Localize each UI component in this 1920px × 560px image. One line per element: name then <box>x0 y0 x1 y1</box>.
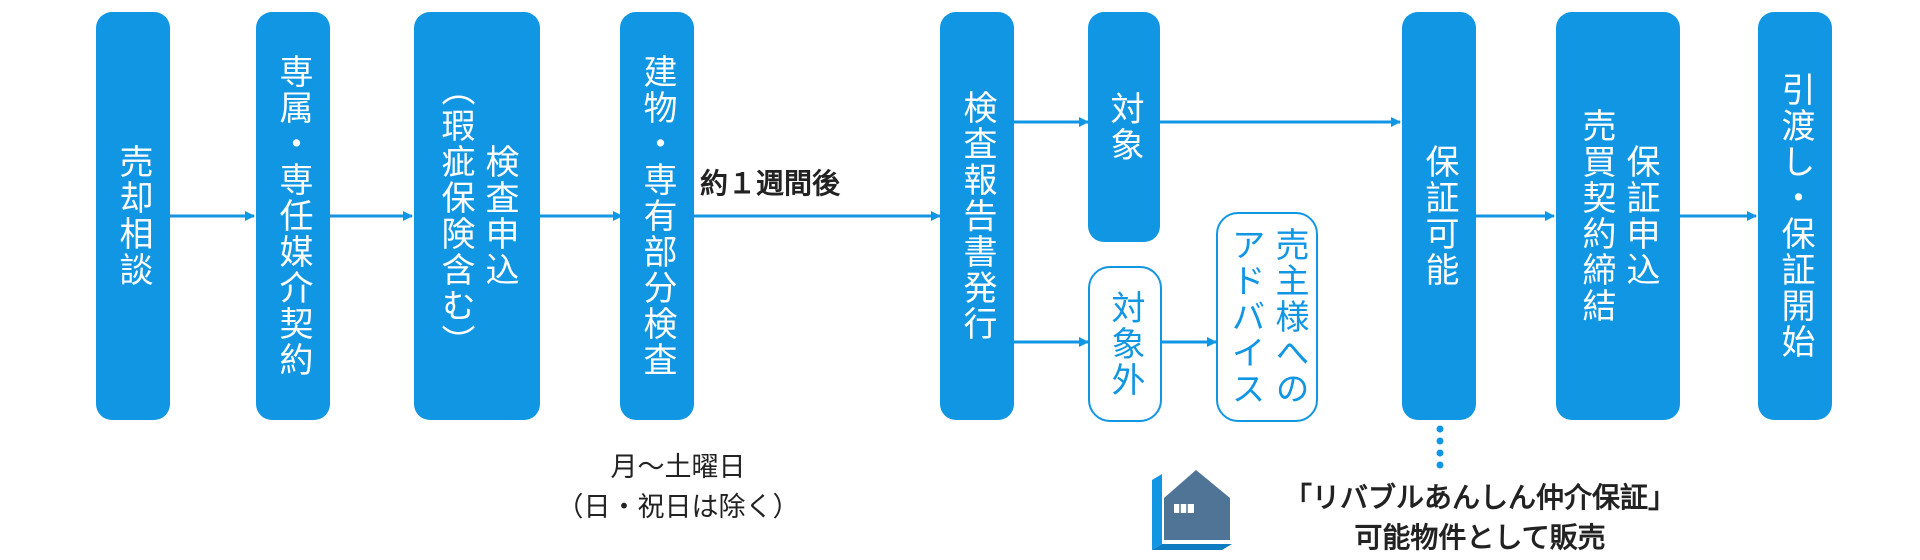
step-advice: 売主様への アドバイス <box>1216 212 1318 422</box>
step-handover-label: 引渡し・保証開始 <box>1775 72 1815 360</box>
step-building-inspection: 建物・専有部分検査 <box>620 12 694 420</box>
step-target: 対象 <box>1088 12 1160 242</box>
step-handover: 引渡し・保証開始 <box>1758 12 1832 420</box>
sale-note: 「リバブルあんしん仲介保証」 可能物件として販売 <box>1240 478 1720 558</box>
step-inspection-apply-label: 検査申込 （瑕疵保険含む） <box>435 72 519 360</box>
step-guarantee-ok: 保証可能 <box>1402 12 1476 420</box>
step-mediation-label: 専属・専任媒介契約 <box>273 54 313 378</box>
one-week-label: 約１週間後 <box>700 167 841 200</box>
house-icon <box>1152 470 1232 550</box>
step-consult-label: 売却相談 <box>113 144 153 288</box>
step-target-label: 対象 <box>1104 91 1144 163</box>
step-consult: 売却相談 <box>96 12 170 420</box>
step-guarantee-ok-label: 保証可能 <box>1419 144 1459 288</box>
step-report: 検査報告書発行 <box>940 12 1014 420</box>
sale-note-line2: 可能物件として販売 <box>1354 521 1606 554</box>
step-inspection-apply: 検査申込 （瑕疵保険含む） <box>414 12 540 420</box>
business-days-note: 月〜土曜日 （日・祝日は除く） <box>548 448 808 528</box>
step-advice-label: 売主様への アドバイス <box>1225 227 1309 407</box>
dotted-connector <box>1436 425 1444 469</box>
step-mediation-contract: 専属・専任媒介契約 <box>256 12 330 420</box>
business-days-line1: 月〜土曜日 <box>610 452 746 483</box>
step-report-label: 検査報告書発行 <box>957 90 997 342</box>
step-non-target-label: 対象外 <box>1105 290 1145 398</box>
step-guarantee-apply-label: 保証申込 売買契約締結 <box>1576 108 1660 324</box>
step-guarantee-apply: 保証申込 売買契約締結 <box>1556 12 1680 420</box>
step-building-inspection-label: 建物・専有部分検査 <box>637 54 677 378</box>
step-non-target: 対象外 <box>1088 266 1162 422</box>
sale-note-line1: 「リバブルあんしん仲介保証」 <box>1283 481 1676 514</box>
business-days-line2: （日・祝日は除く） <box>556 492 800 523</box>
